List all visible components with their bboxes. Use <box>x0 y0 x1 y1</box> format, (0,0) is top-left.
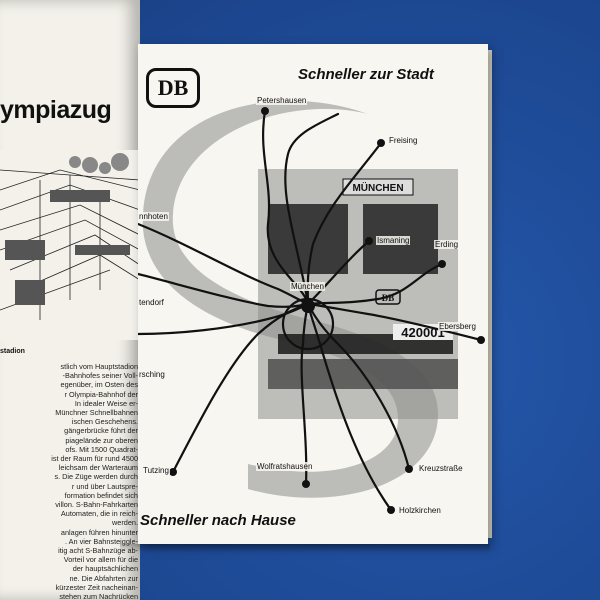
train-front <box>268 334 458 389</box>
left-body-line: Automaten, die in reich- <box>60 509 138 519</box>
line-west-2 <box>138 272 310 308</box>
dot-ebersberg <box>477 336 485 344</box>
line-kreuzstrasse <box>306 302 411 471</box>
left-body-line: . An vier Bahnsteiggle- <box>64 536 138 546</box>
left-body-line: egenüber, im Osten des <box>60 380 138 390</box>
left-body-line: anlagen führen hinunter <box>60 527 138 537</box>
line-wolfratshausen <box>300 302 310 486</box>
left-body-line: ofs. Mit 1500 Quadrat- <box>65 444 138 454</box>
left-body-line: s. Die Züge werden durch <box>54 472 138 482</box>
left-body-line: Vorteil vor allem für die <box>63 555 138 565</box>
dot-tutzing <box>169 468 177 476</box>
label-petershausen: Petershausen <box>256 96 308 105</box>
left-body-line: -Bahnhofes seiner Voll- <box>62 371 138 381</box>
left-body-line: villon. S-Bahn-Fahrkarten <box>55 500 138 510</box>
label-muenchen: München <box>290 282 325 291</box>
dot-petershausen <box>261 107 269 115</box>
dot-erding <box>438 260 446 268</box>
dot-wolfratshausen <box>302 480 310 488</box>
line-west-3 <box>138 302 310 336</box>
left-body-line: r und über Lautspre- <box>71 481 138 491</box>
left-body-line: formation befindet sich <box>64 490 138 500</box>
left-body-line: piagelände zur oberen <box>65 435 138 445</box>
left-body-line: werden. <box>112 518 138 528</box>
label-freising: Freising <box>388 136 419 145</box>
left-body-line: stehen zum Nachrücken <box>59 592 138 600</box>
label-nnhoten: nnhoten <box>138 212 169 221</box>
stadium-illustration <box>0 150 140 340</box>
dot-kreuzstrasse <box>405 465 413 473</box>
train-db-badge-text: DB <box>382 293 395 303</box>
left-body-line: ist der Raum für rund 4500 <box>51 454 138 464</box>
left-body-line: der hauptsächlichen <box>72 564 138 574</box>
dot-freising <box>377 139 385 147</box>
train-db-badge <box>375 289 401 305</box>
line-north-1 <box>284 112 340 306</box>
label-rsching: rsching <box>138 370 166 379</box>
left-section-heading: stadion <box>0 348 25 355</box>
left-body-line: In idealer Weise er- <box>74 398 138 408</box>
dot-ismaning <box>365 237 373 245</box>
s-bahn-lines <box>138 109 483 512</box>
left-body-line: kürzester Zeit nacheinan- <box>55 582 138 592</box>
left-body-line: ischen Geschehens. <box>71 417 138 427</box>
label-wolfratshausen: Wolfratshausen <box>256 462 314 471</box>
left-body-line: gängerbrücke führt der <box>64 426 138 436</box>
label-holzkirchen: Holzkirchen <box>398 506 442 515</box>
station-dots <box>169 107 485 514</box>
line-west-1 <box>138 222 310 306</box>
left-body-line: stlich vom Hauptstadion <box>60 362 138 371</box>
db-logo: DB <box>146 68 200 108</box>
right-page: MÜNCHEN 420001 DB <box>138 44 488 544</box>
headline-top: Schneller zur Stadt <box>298 66 434 83</box>
headline-bottom: Schneller nach Hause <box>140 512 296 529</box>
train-windows <box>268 204 438 274</box>
left-body-line: leichsam der Warteraum <box>58 463 138 473</box>
destination-sign <box>342 178 414 196</box>
label-ebersberg: Ebersberg <box>438 322 477 331</box>
left-page-title: ympiazug <box>0 96 112 124</box>
label-tendorf: tendorf <box>138 298 165 307</box>
dot-muenchen <box>301 299 315 313</box>
page-shadow <box>120 544 490 552</box>
page-edge <box>484 50 492 538</box>
left-body-line: ne. Die Abfahrten zur <box>69 573 138 583</box>
left-body-line: r Olympia-Bahnhof der <box>64 389 138 399</box>
label-tutzing: Tutzing <box>142 466 170 475</box>
left-body-text: stlich vom Hauptstadion-Bahnhofes seiner… <box>0 362 138 600</box>
left-body-line: Münchner Schnellbahnen <box>55 408 138 418</box>
dot-holzkirchen <box>387 506 395 514</box>
left-page: ympiazug stadion stlich vom Haupts <box>0 0 140 600</box>
destination-sign-text: MÜNCHEN <box>352 181 403 194</box>
label-erding: Erding <box>434 240 460 249</box>
s-bahn-map: MÜNCHEN 420001 DB <box>138 100 485 514</box>
line-erding <box>306 262 444 306</box>
line-ismaning <box>306 239 371 306</box>
label-ismaning: Ismaning <box>376 236 411 245</box>
left-body-line: itig acht S-Bahnzüge ab- <box>58 546 138 556</box>
big-s-letter <box>142 100 438 498</box>
line-holzkirchen <box>306 302 393 512</box>
label-kreuzstrasse: Kreuzstraße <box>418 464 464 473</box>
